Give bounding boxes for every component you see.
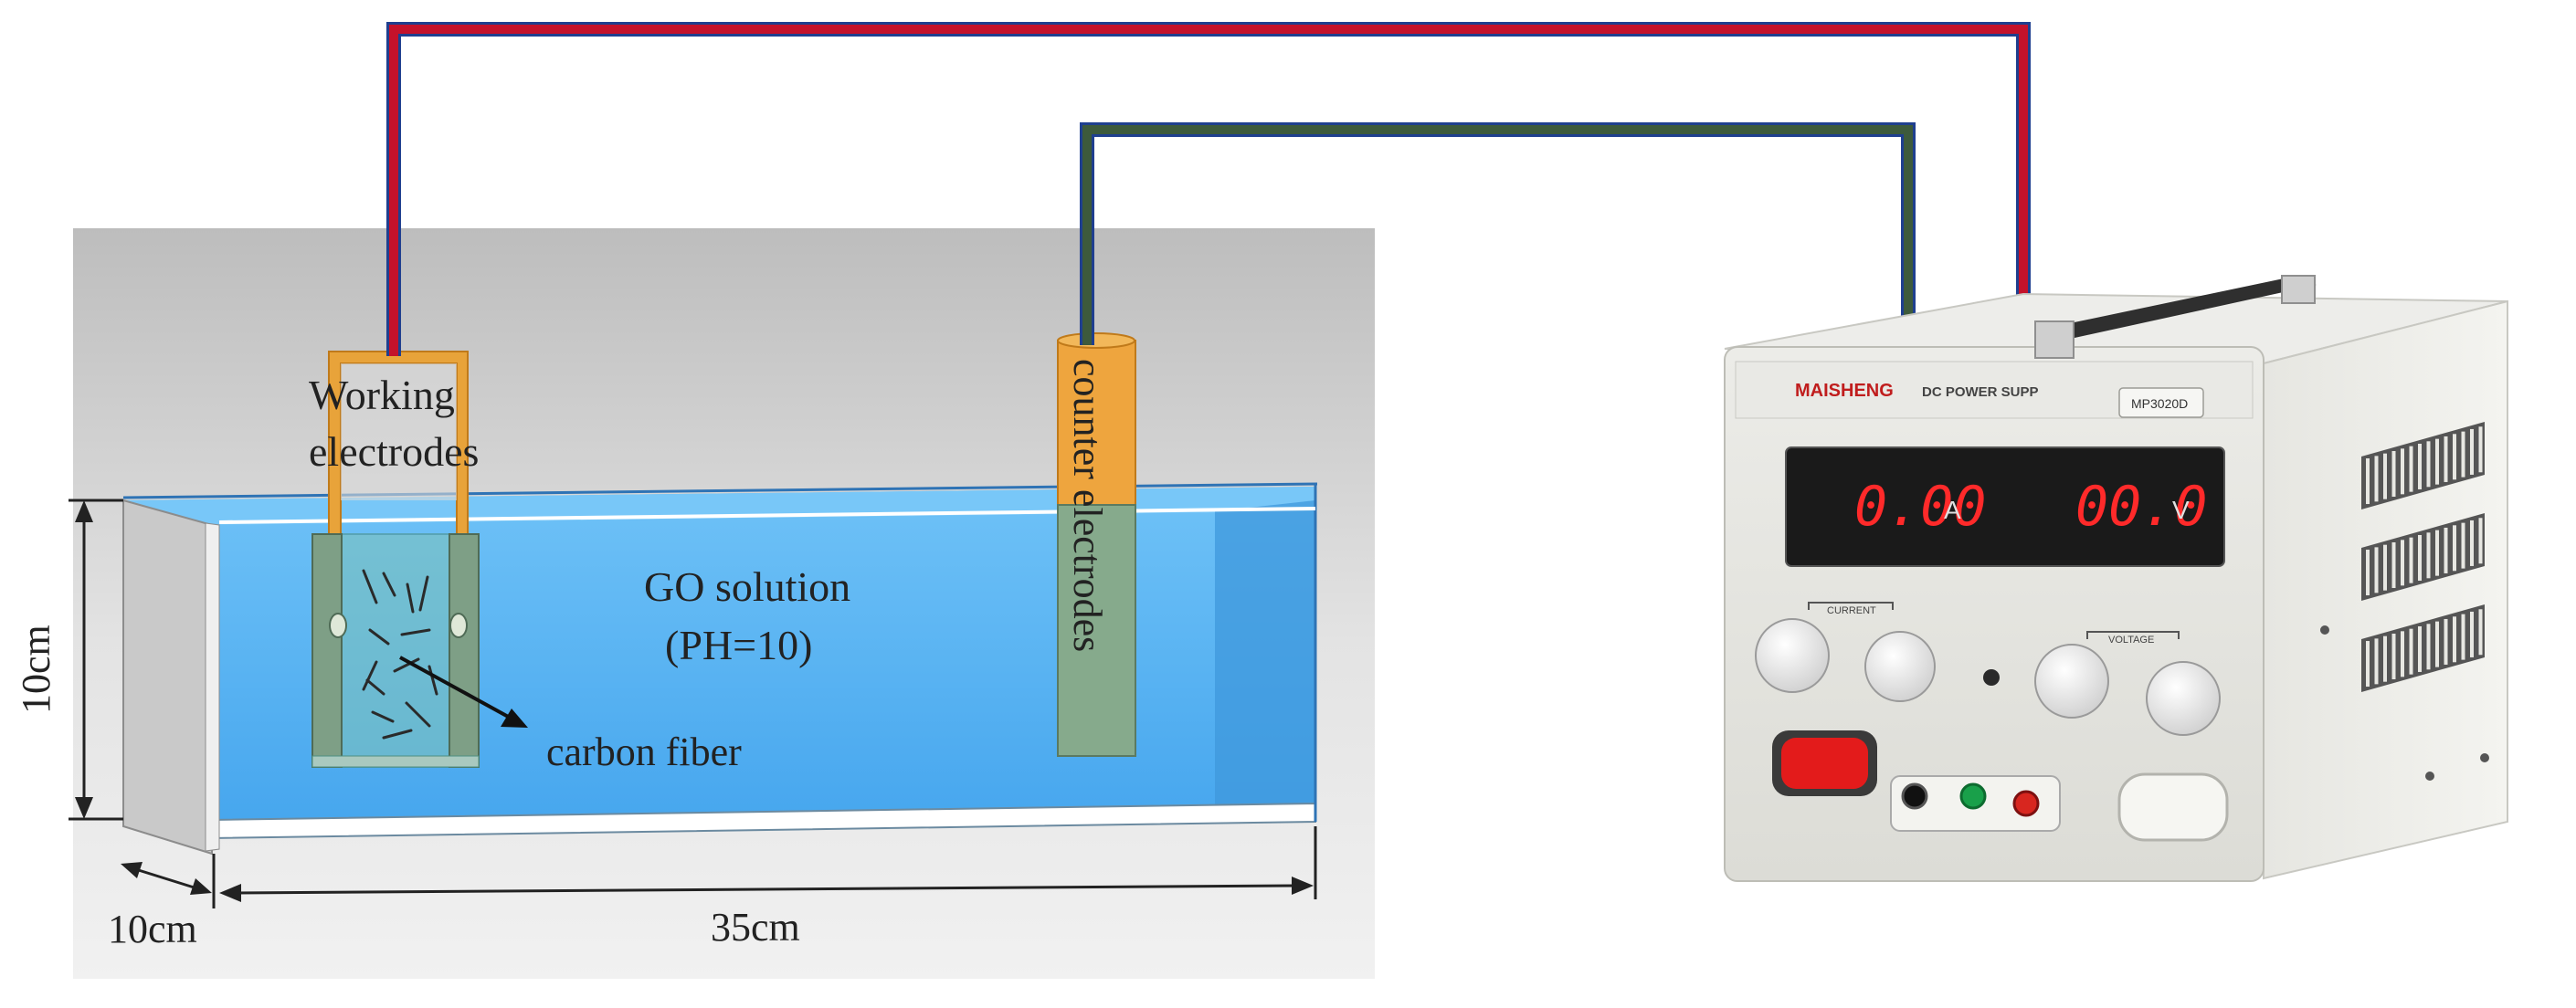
counter-electrode bbox=[1057, 332, 1136, 757]
carbon-fiber-strand bbox=[406, 583, 415, 614]
output-button[interactable] bbox=[2117, 772, 2229, 842]
dimension-length bbox=[219, 826, 1317, 902]
current-fine-knob[interactable] bbox=[1864, 631, 1936, 702]
side-screw bbox=[2425, 772, 2434, 781]
carbon-fiber-label: carbon fiber bbox=[546, 730, 742, 774]
tank-left-wall bbox=[122, 499, 213, 856]
working-electrode-hole-left bbox=[329, 613, 347, 638]
psu-model-plate bbox=[2118, 387, 2204, 418]
ground-terminal[interactable] bbox=[1959, 782, 1987, 810]
depth-arrow-right bbox=[190, 878, 212, 895]
counter-electrode-top bbox=[1057, 340, 1136, 506]
dimension-height bbox=[69, 499, 123, 821]
vent-slats bbox=[2366, 426, 2483, 688]
psu-display-panel bbox=[1785, 446, 2225, 567]
length-line bbox=[235, 884, 1296, 895]
voltage-coarse-knob[interactable] bbox=[2034, 644, 2109, 719]
carbon-fiber-strand bbox=[362, 569, 378, 604]
carbon-fiber-strand bbox=[418, 575, 429, 612]
carbon-fiber-strand bbox=[400, 628, 431, 636]
voltage-unit: V bbox=[2172, 496, 2190, 524]
tank-left-wall-edge bbox=[205, 522, 220, 852]
voltage-display-value: 00.0 bbox=[2075, 475, 2208, 539]
counter-electrodes-label: counter electrodes bbox=[1065, 359, 1110, 652]
psu-model: MP3020D bbox=[2131, 396, 2188, 411]
working-electrode-base bbox=[311, 755, 480, 768]
depth-dimension-label: 10cm bbox=[108, 907, 197, 951]
carbon-fiber-strand bbox=[428, 665, 438, 696]
side-screws bbox=[2320, 625, 2489, 781]
dimension-depth bbox=[121, 854, 216, 908]
carbon-fiber-strand bbox=[371, 710, 395, 723]
psu-product-name: DC POWER SUPP bbox=[1922, 384, 2039, 400]
height-arrow-top bbox=[75, 500, 93, 522]
height-dimension-label: 10cm bbox=[14, 625, 58, 714]
voltage-fine-knob[interactable] bbox=[2146, 661, 2221, 736]
power-stop-button[interactable] bbox=[1781, 738, 1868, 789]
negative-terminal[interactable] bbox=[1901, 782, 1928, 810]
depth-arrow-left bbox=[121, 862, 143, 878]
mode-indicator-led bbox=[1983, 669, 2000, 686]
psu-handle bbox=[2035, 278, 2317, 340]
length-arrow-right bbox=[1292, 877, 1314, 895]
depth-line bbox=[129, 866, 204, 892]
carbon-fiber-strand bbox=[368, 628, 390, 646]
current-label: CURRENT bbox=[1827, 605, 1876, 616]
current-unit: A bbox=[1944, 496, 1961, 524]
water-front-face bbox=[212, 511, 1315, 826]
current-coarse-knob[interactable] bbox=[1755, 618, 1830, 693]
working-electrode-assembly bbox=[311, 351, 480, 768]
carbon-fiber-strand bbox=[382, 729, 413, 740]
side-vents bbox=[2361, 422, 2485, 692]
working-electrode-hole-right bbox=[449, 613, 468, 638]
side-screw bbox=[2480, 753, 2489, 762]
height-arrow-bottom bbox=[75, 797, 93, 819]
positive-terminal[interactable] bbox=[2012, 790, 2040, 817]
current-display-value: 0.00 bbox=[1854, 475, 1987, 539]
carbon-fiber-strand bbox=[405, 701, 431, 728]
carbon-fiber-strand bbox=[362, 660, 378, 691]
tank-right-wall bbox=[1215, 500, 1315, 822]
psu-brand: MAISHENG bbox=[1795, 381, 1894, 401]
carbon-fiber-pointer-arrowhead bbox=[501, 709, 528, 728]
carbon-fiber-strand bbox=[382, 572, 396, 597]
tank bbox=[122, 482, 1318, 856]
dc-power-supply: MAISHENG DC POWER SUPP MP3020D 0.00 A 00… bbox=[1724, 275, 2508, 882]
working-electrode-plate-right bbox=[449, 533, 480, 768]
current-label-bracket bbox=[1808, 602, 1894, 610]
psu-handle-bracket-left bbox=[2034, 320, 2075, 359]
voltage-label-bracket bbox=[2086, 631, 2180, 639]
carbon-fiber-strand bbox=[393, 657, 420, 673]
carbon-fiber-pointer bbox=[399, 656, 512, 720]
carbon-fibers bbox=[362, 569, 438, 740]
solution-label-line2: (PH=10) bbox=[665, 622, 812, 668]
length-dimension-label: 35cm bbox=[711, 905, 800, 950]
solution-label-line1: GO solution bbox=[644, 563, 850, 610]
voltage-label: VOLTAGE bbox=[2108, 635, 2154, 646]
working-electrodes-label-line1: Working bbox=[309, 372, 455, 418]
length-arrow-left bbox=[219, 884, 241, 902]
counter-electrode-bottom bbox=[1057, 504, 1136, 757]
water-surface bbox=[123, 487, 1315, 525]
working-electrode-plate-left bbox=[311, 533, 343, 768]
working-electrode-frame-inner bbox=[341, 363, 457, 500]
carbon-fiber-strand bbox=[365, 678, 385, 696]
working-electrodes-label-line2: electrodes bbox=[309, 428, 479, 475]
psu-handle-bracket-right bbox=[2281, 275, 2316, 304]
counter-electrode-cap bbox=[1057, 332, 1135, 349]
side-screw bbox=[2320, 625, 2329, 635]
